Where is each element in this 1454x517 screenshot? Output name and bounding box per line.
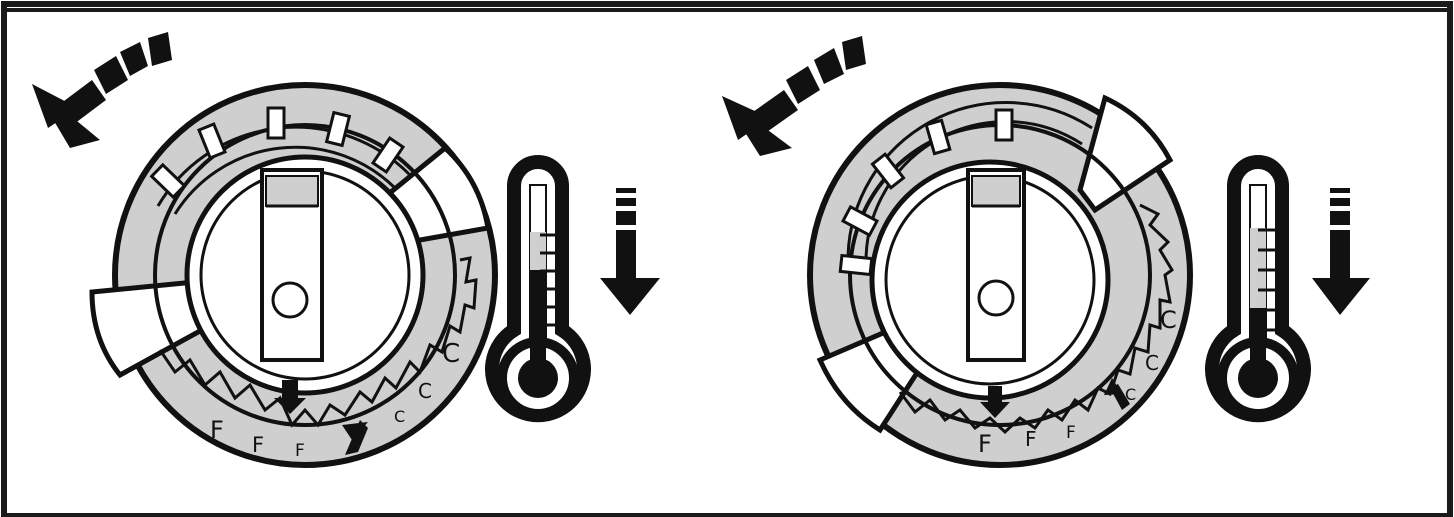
scale-letter-c: C — [1145, 351, 1159, 375]
rotate-counterclockwise-arrow-icon — [722, 36, 866, 156]
panel-left: F F F C C C — [32, 32, 660, 468]
panel-right: F F F C C C — [722, 36, 1370, 468]
scale-letter-c: C — [418, 379, 432, 403]
scale-letter-f: F — [252, 433, 264, 457]
scale-letter-c: C — [1125, 385, 1136, 404]
scale-letter-f: F — [210, 416, 224, 444]
scale-letter-f: F — [1025, 427, 1037, 451]
dial-knob-icon — [89, 82, 498, 468]
thermometer-icon — [485, 155, 591, 423]
scale-letter-f: F — [295, 441, 305, 461]
thermometer-icon — [1205, 155, 1311, 423]
scale-letter-f: F — [1066, 423, 1076, 443]
decrease-arrow-icon — [600, 188, 660, 315]
scale-letter-c: C — [394, 407, 405, 426]
scale-letter-c: C — [1160, 306, 1177, 334]
scale-letter-f: F — [978, 430, 992, 458]
decrease-arrow-icon — [1312, 188, 1370, 315]
dial-knob-icon — [807, 82, 1193, 468]
scale-letter-c: C — [442, 339, 460, 369]
rotate-counterclockwise-arrow-icon — [32, 32, 172, 148]
